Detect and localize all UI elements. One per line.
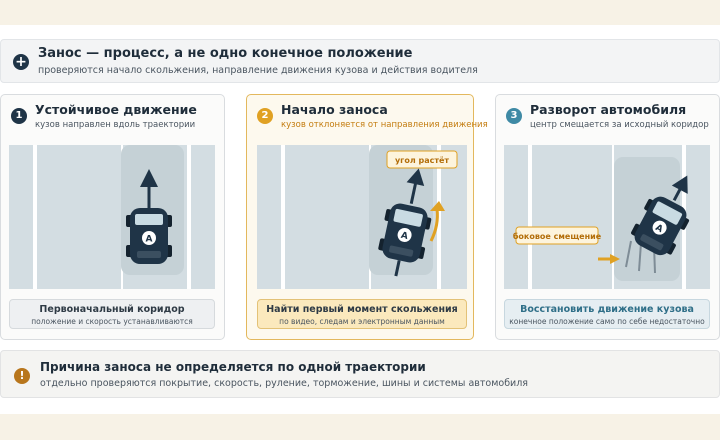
header-title: Занос — процесс, а не одно конечное поло… xyxy=(38,46,413,61)
warning-icon: ! xyxy=(14,368,30,384)
caption-title: Восстановить движение кузова xyxy=(520,304,694,315)
road-scene: A xyxy=(9,145,215,289)
caption-box: Первоначальный коридор положение и скоро… xyxy=(9,299,215,329)
panel-subtitle: кузов отклоняется от направления движени… xyxy=(281,120,488,130)
caption-subtitle: по видео, следам и электронным данным xyxy=(279,317,445,326)
shift-tag-label: боковое смещение xyxy=(513,231,602,241)
lane-line xyxy=(281,145,285,289)
panel-subtitle: центр смещается за исходный коридор xyxy=(530,120,709,130)
direction-arrow-head xyxy=(671,175,688,194)
svg-text:A: A xyxy=(400,231,409,242)
caption-title: Найти первый момент скольжения xyxy=(266,304,458,315)
svg-text:A: A xyxy=(653,223,664,235)
lane-line xyxy=(187,145,191,289)
angle-tag xyxy=(386,150,458,169)
stage-panel-steady: 1 Устойчивое движение кузов направлен вд… xyxy=(0,94,225,340)
svg-text:A: A xyxy=(146,235,153,245)
header-banner: + Занос — процесс, а не одно конечное по… xyxy=(0,39,720,83)
road-scene: A боковое смещение xyxy=(504,145,710,289)
angle-tag-label: угол растёт xyxy=(395,156,449,165)
footer-subtitle: отдельно проверяются покрытие, скорость,… xyxy=(40,378,529,389)
caption-box: Восстановить движение кузова конечное по… xyxy=(504,299,710,329)
panel-title: Начало заноса xyxy=(281,102,388,117)
lane-line xyxy=(528,145,532,289)
shift-tag xyxy=(515,226,599,245)
caption-box: Найти первый момент скольжения по видео,… xyxy=(257,299,467,329)
tire-mark xyxy=(625,240,632,268)
lane-line xyxy=(33,145,37,289)
tire-mark xyxy=(638,242,642,272)
shift-arrow-head xyxy=(610,254,620,264)
footer-note: ! Причина заноса не определяется по одно… xyxy=(0,350,720,398)
rotation-arrow xyxy=(429,208,439,242)
car-icon: A xyxy=(378,203,432,263)
step-number-badge: 2 xyxy=(257,108,273,124)
caption-subtitle: положение и скорость устанавливаются xyxy=(31,317,193,326)
caption-subtitle: конечное положение само по себе недостат… xyxy=(509,317,705,326)
caption-title: Первоначальный коридор xyxy=(39,304,185,315)
direction-arrow xyxy=(672,187,683,201)
lane-line xyxy=(612,145,614,289)
stage-panel-skid-start: 2 Начало заноса кузов отклоняется от нап… xyxy=(246,94,488,340)
rotation-arrow-head xyxy=(430,201,445,211)
panel-title: Разворот автомобиля xyxy=(530,102,687,117)
car-icon: A xyxy=(126,208,172,264)
panel-title: Устойчивое движение xyxy=(35,102,197,117)
step-number-badge: 1 xyxy=(11,108,27,124)
panel-subtitle: кузов направлен вдоль траектории xyxy=(35,120,196,130)
path-trace xyxy=(394,260,401,277)
direction-arrow-head xyxy=(140,169,158,187)
header-subtitle: проверяются начало скольжения, направлен… xyxy=(38,65,478,76)
stage-panel-spin: 3 Разворот автомобиля центр смещается за… xyxy=(495,94,720,340)
road-scene: A угол растёт xyxy=(257,145,467,289)
direction-arrow-head xyxy=(406,168,425,186)
direction-arrow xyxy=(409,181,418,204)
car-icon: A xyxy=(631,196,690,256)
step-number-badge: 3 xyxy=(506,108,522,124)
footer-title: Причина заноса не определяется по одной … xyxy=(40,360,426,374)
lane-line xyxy=(437,145,441,289)
plus-icon: + xyxy=(13,54,29,70)
